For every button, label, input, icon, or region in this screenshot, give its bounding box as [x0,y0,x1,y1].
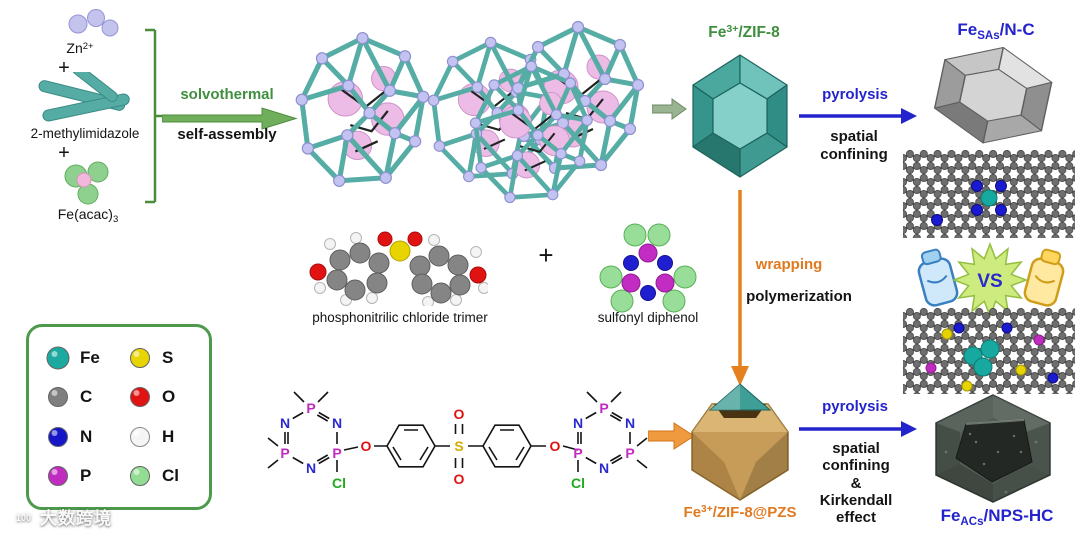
zn-ions-model [68,9,119,37]
watermark-text: 大数跨境 [40,509,112,528]
svg-text:N: N [306,460,316,476]
svg-text:N: N [625,415,635,431]
svg-text:Cl: Cl [571,475,585,491]
svg-text:O: O [454,471,465,487]
watermark-logo-icon: 100 [12,507,31,526]
zif8-cage-model [293,28,433,200]
solvothermal-arrow [162,107,298,130]
pzs-skeletal-structure: P N P N P N Cl O S O O O P N P N P N Cl [267,391,648,491]
vs-label: VS [977,271,1002,292]
fe-acs-label: FeACs/NPS-HC [940,506,1054,529]
zn-label: Zn2+ [66,40,94,56]
svg-text:N: N [280,415,290,431]
svg-text:P: P [625,445,634,461]
fe-zif8-polyhedron [692,54,788,178]
svg-text:O: O [550,438,561,454]
wrapping-label: wrapping [755,256,823,273]
plus-sign-2: + [58,142,70,164]
wrapping-arrow [731,190,749,386]
methylimidazole-label: 2-methylimidazole [30,126,140,141]
legend-item-c: C [45,384,92,410]
feacac-model [64,161,109,205]
pyrolysis-top-label: pyrolysis [822,86,888,103]
legend-item-fe: Fe [45,345,100,371]
svg-text:O: O [361,438,372,454]
chloride-trimer-spacefill-model [599,223,697,313]
svg-text:N: N [573,415,583,431]
fe-sas-label: FeSAs/N-C [957,20,1035,43]
fe-zif8-pzs-particle [691,383,789,501]
svg-text:N: N [332,415,342,431]
watermark: 100 大数跨境 [10,504,112,529]
vs-comparison-graphic: VS [917,241,1065,319]
solvothermal-label: solvothermal [180,86,274,103]
diphenol-caption: sulfonyl diphenol [597,310,699,325]
atom-color-legend: Fe S C O N H P Cl [26,324,212,510]
fen4-graphene-lattice [903,150,1075,238]
legend-item-s: S [127,345,173,371]
methylimidazole-model [38,72,130,122]
pyrolysis-bottom-arrow [799,421,917,437]
legend-item-h: H [127,424,174,450]
plus-sign-monomers: + [538,240,554,270]
trimer-caption: phosphonitrilic chloride trimer [312,310,488,325]
svg-text:N: N [599,460,609,476]
right-device-icon [1023,248,1065,307]
growth-arrow [652,98,687,120]
left-device-icon [917,248,959,307]
diphenol-spacefill-model [309,231,488,306]
kirkendall-label-block: spatial confining & Kirkendall effect [819,440,893,526]
feacac-label: Fe(acac)3 [57,206,119,226]
svg-text:P: P [599,400,608,416]
svg-text:P: P [332,445,341,461]
fe-zif8-pzs-label: Fe3+/ZIF-8@PZS [683,504,797,521]
svg-text:Cl: Cl [332,475,346,491]
legend-item-cl: Cl [127,463,179,489]
fe-acs-hollow-polyhedron [935,394,1051,503]
svg-text:O: O [454,406,465,422]
polymerization-label: polymerization [746,288,852,305]
legend-item-n: N [45,424,92,450]
fe-sas-polyhedron [933,46,1053,144]
legend-item-o: O [127,384,175,410]
zif8-cage-cluster-model [425,15,657,220]
self-assembly-label: self-assembly [177,126,277,143]
spatial-confining-top-label: spatial confining [820,128,888,163]
svg-text:S: S [454,438,463,454]
coating-arrow [648,422,695,450]
nps-doped-graphene-lattice [903,308,1075,394]
pyrolysis-bottom-label: pyrolysis [822,398,888,415]
svg-text:P: P [306,400,315,416]
reactant-bracket [145,28,170,204]
svg-text:P: P [280,445,289,461]
svg-text:100: 100 [16,513,31,523]
legend-item-p: P [45,463,91,489]
fe-zif8-label: Fe3+/ZIF-8 [708,23,780,41]
plus-sign-1: + [58,57,70,79]
svg-text:P: P [573,445,582,461]
pyrolysis-top-arrow [799,108,917,124]
